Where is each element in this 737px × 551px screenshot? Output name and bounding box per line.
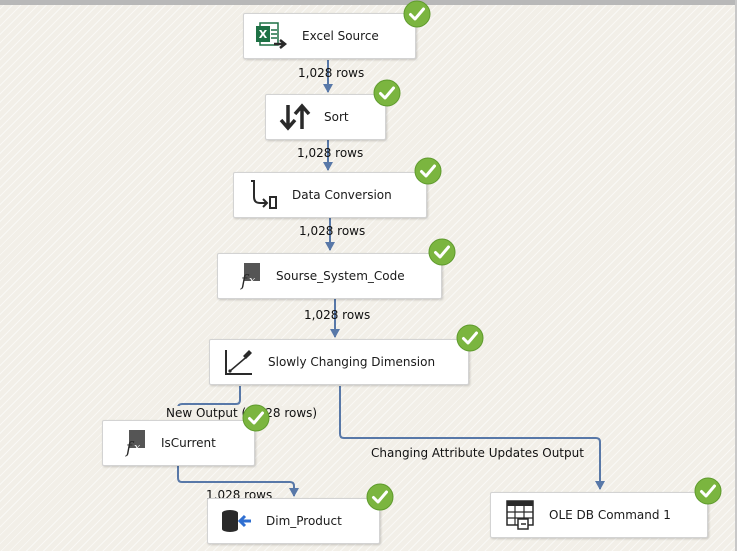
- svg-text:f: f: [125, 438, 135, 457]
- ole-db-command-component[interactable]: OLE DB Command 1: [490, 492, 708, 538]
- success-check-icon: [456, 324, 484, 352]
- svg-text:x: x: [249, 274, 256, 287]
- sort-label: Sort: [324, 110, 349, 124]
- scd-label: Slowly Changing Dimension: [268, 355, 436, 369]
- path-label-conversion-to-derived: 1,028 rows: [299, 224, 366, 238]
- sort-component[interactable]: Sort: [265, 94, 386, 140]
- success-check-icon: [242, 404, 270, 432]
- svg-text:X: X: [259, 28, 268, 41]
- success-check-icon: [403, 0, 431, 28]
- excel-source-component[interactable]: X Excel Source: [243, 13, 416, 59]
- sort-icon: [274, 98, 316, 136]
- derived-column-icon: f x: [111, 424, 153, 462]
- data-conversion-label: Data Conversion: [292, 188, 392, 202]
- sourse-system-code-label: Sourse_System_Code: [276, 269, 405, 283]
- excel-source-label: Excel Source: [302, 29, 379, 43]
- path-label-new-output: New Output (1,028 rows): [165, 406, 319, 420]
- data-conversion-icon: [242, 176, 284, 214]
- success-check-icon: [414, 157, 442, 185]
- success-check-icon: [366, 483, 394, 511]
- path-iscurrent-to-dim: [177, 466, 299, 497]
- success-check-icon: [694, 477, 722, 505]
- derived-column-icon: f x: [226, 257, 268, 295]
- scd-icon: [218, 343, 260, 381]
- path-label-derived-to-scd: 1,028 rows: [304, 308, 371, 322]
- path-label-changing-output: Changing Attribute Updates Output: [371, 446, 584, 460]
- dim-product-component[interactable]: Dim_Product: [207, 498, 380, 544]
- success-check-icon: [373, 79, 401, 107]
- ole-db-command-label: OLE DB Command 1: [549, 508, 671, 522]
- svg-text:x: x: [134, 441, 141, 454]
- right-border: [735, 0, 737, 551]
- svg-text:f: f: [240, 271, 250, 290]
- dim-product-label: Dim_Product: [266, 514, 342, 528]
- path-label-sort-to-conversion: 1,028 rows: [297, 146, 364, 160]
- excel-icon: X: [252, 17, 294, 55]
- top-border: [0, 0, 737, 5]
- ole-db-destination-icon: [216, 502, 258, 540]
- iscurrent-label: IsCurrent: [161, 436, 216, 450]
- path-scd-changing-output: [339, 386, 605, 490]
- iscurrent-component[interactable]: f x IsCurrent: [102, 420, 255, 466]
- ole-db-command-icon: [499, 496, 541, 534]
- sourse-system-code-component[interactable]: f x Sourse_System_Code: [217, 253, 442, 299]
- data-conversion-component[interactable]: Data Conversion: [233, 172, 427, 218]
- path-label-excel-to-sort: 1,028 rows: [298, 66, 365, 80]
- slowly-changing-dimension-component[interactable]: Slowly Changing Dimension: [209, 339, 469, 385]
- success-check-icon: [428, 238, 456, 266]
